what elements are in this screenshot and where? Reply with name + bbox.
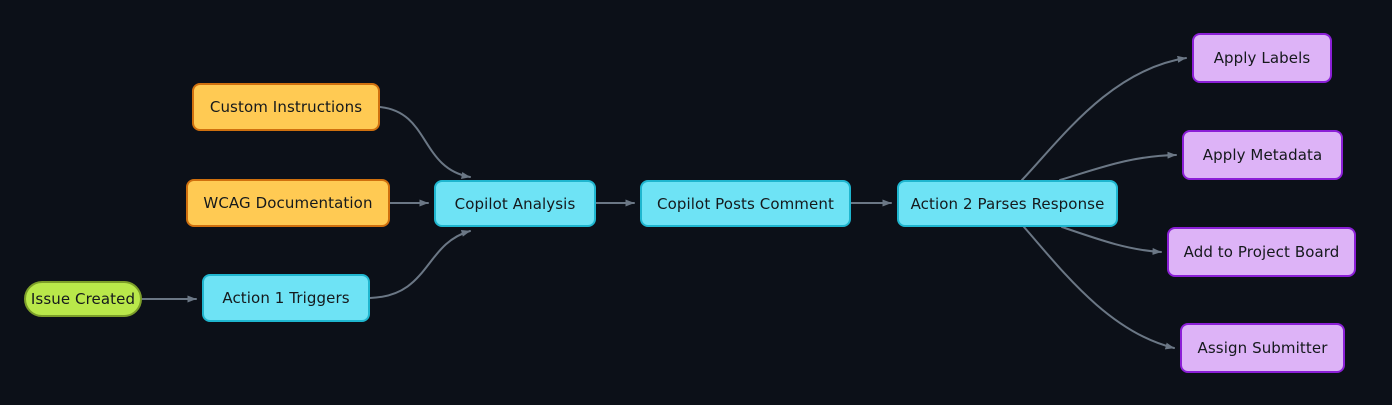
- node-label-action_1_triggers: Action 1 Triggers: [222, 289, 350, 307]
- edge-action_2_parses_response-to-apply_metadata: [1059, 151, 1177, 181]
- node-action_2_parses_response[interactable]: Action 2 Parses Response: [897, 180, 1118, 227]
- node-label-assign_submitter: Assign Submitter: [1197, 339, 1328, 357]
- node-label-apply_metadata: Apply Metadata: [1202, 146, 1323, 164]
- node-add_to_project_board[interactable]: Add to Project Board: [1167, 227, 1356, 277]
- node-label-copilot_posts_comment: Copilot Posts Comment: [657, 194, 834, 213]
- edge-custom_instructions-to-copilot_analysis: [379, 106, 471, 179]
- node-label-add_to_project_board: Add to Project Board: [1183, 243, 1340, 261]
- edge-action_2_parses_response-to-apply_labels: [1021, 55, 1187, 181]
- node-copilot_analysis[interactable]: Copilot Analysis: [434, 180, 596, 227]
- node-wcag_documentation[interactable]: WCAG Documentation: [186, 179, 390, 227]
- node-label-custom_instructions: Custom Instructions: [209, 98, 363, 116]
- node-copilot_posts_comment[interactable]: Copilot Posts Comment: [640, 180, 851, 227]
- node-apply_metadata[interactable]: Apply Metadata: [1182, 130, 1343, 180]
- edge-action_2_parses_response-to-add_to_project_board: [1061, 226, 1162, 255]
- edge-action_1_triggers-to-copilot_analysis: [369, 229, 471, 299]
- node-custom_instructions[interactable]: Custom Instructions: [192, 83, 380, 131]
- node-label-wcag_documentation: WCAG Documentation: [203, 194, 373, 212]
- node-label-issue_created: Issue Created: [30, 290, 136, 308]
- node-assign_submitter[interactable]: Assign Submitter: [1180, 323, 1345, 373]
- edge-action_2_parses_response-to-assign_submitter: [1023, 226, 1175, 350]
- node-apply_labels[interactable]: Apply Labels: [1192, 33, 1332, 83]
- node-action_1_triggers[interactable]: Action 1 Triggers: [202, 274, 370, 322]
- node-label-copilot_analysis: Copilot Analysis: [454, 194, 576, 213]
- node-issue_created[interactable]: Issue Created: [24, 281, 142, 317]
- node-label-apply_labels: Apply Labels: [1213, 49, 1311, 67]
- node-label-action_2_parses_response: Action 2 Parses Response: [910, 194, 1105, 213]
